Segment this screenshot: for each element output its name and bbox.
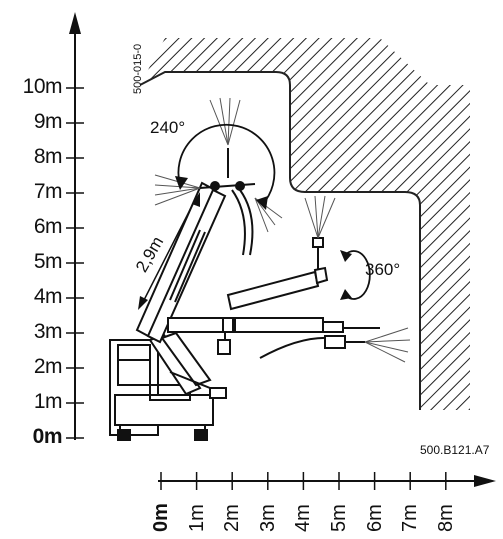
tunnel-wall-outline bbox=[139, 71, 421, 410]
spray-fan-lower-right bbox=[254, 197, 283, 233]
y-axis-arrow-icon bbox=[69, 12, 81, 34]
label-360-degrees: 360° bbox=[365, 260, 401, 279]
spray-fan-top bbox=[209, 97, 241, 146]
nozzle-head-top bbox=[199, 148, 256, 256]
x-tick-label: 0m bbox=[150, 503, 172, 532]
x-tick-label: 8m bbox=[434, 504, 457, 532]
y-tick-label: 1m bbox=[33, 390, 63, 413]
y-tick-label: 0m bbox=[32, 425, 63, 448]
x-tick-label: 4m bbox=[292, 504, 315, 532]
x-axis-ticks bbox=[160, 472, 447, 490]
extension-arrow bbox=[142, 199, 196, 303]
doc-id-top: 500-015-0 bbox=[132, 43, 144, 94]
y-tick-label: 7m bbox=[33, 180, 63, 203]
label-240-degrees: 240° bbox=[150, 118, 186, 137]
rotation-arc-360-icon bbox=[344, 250, 371, 300]
boom-horizontal bbox=[234, 317, 380, 359]
y-tick-label: 4m bbox=[33, 285, 63, 308]
y-tick-label: 9m bbox=[33, 110, 63, 133]
x-axis-arrow-icon bbox=[474, 475, 496, 487]
boom-upper-right bbox=[226, 237, 329, 311]
y-tick-label: 2m bbox=[33, 355, 63, 378]
spray-fan-right-upper bbox=[304, 195, 336, 239]
y-tick-label: 10m bbox=[22, 75, 63, 98]
x-tick-label: 3m bbox=[256, 504, 279, 532]
x-tick-label: 1m bbox=[185, 504, 208, 532]
carrier-vehicle bbox=[109, 339, 214, 441]
y-tick-label: 8m bbox=[33, 145, 63, 168]
x-tick-label: 5m bbox=[328, 504, 350, 532]
boom-lower bbox=[148, 331, 227, 399]
y-tick-label: 5m bbox=[33, 250, 63, 273]
y-axis-ticks bbox=[66, 87, 84, 439]
tunnel-wall-hatch bbox=[140, 38, 470, 410]
x-tick-label: 6m bbox=[363, 504, 386, 532]
x-tick-label: 7m bbox=[399, 504, 422, 532]
spray-fan-right-lower bbox=[364, 327, 411, 363]
x-tick-label: 2m bbox=[221, 504, 244, 532]
boom-mid bbox=[167, 317, 234, 355]
y-tick-label: 3m bbox=[33, 320, 63, 343]
spray-fan-left bbox=[154, 174, 201, 206]
doc-id-bottom: 500.B121.A7 bbox=[420, 443, 490, 457]
rotation-arc-240-icon bbox=[177, 123, 276, 206]
y-tick-label: 6m bbox=[33, 215, 63, 238]
